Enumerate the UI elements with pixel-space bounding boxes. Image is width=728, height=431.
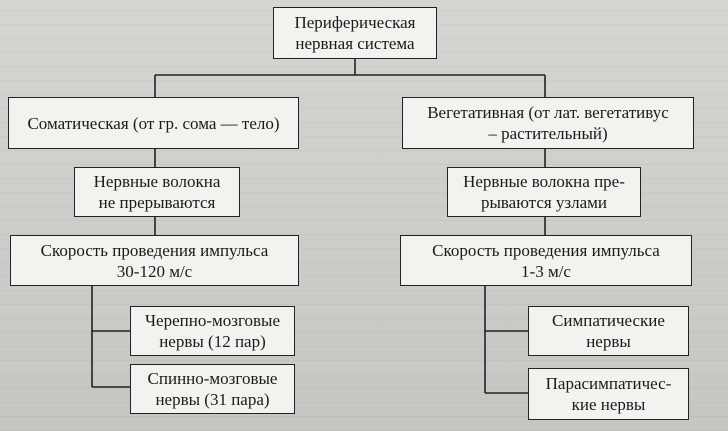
autonomic-fibers-line-1: Нервные волокна пре- [463,172,625,191]
autonomic-parasympathetic-box: Парасимпатичес- кие нервы [528,368,689,420]
somatic-cranial-nerves-box: Черепно-мозговые нервы (12 пар) [130,306,295,356]
sympathetic-line-2: нервы [586,332,631,351]
somatic-speed-line-2: 30-120 м/с [116,261,193,281]
autonomic-fibers-line-2: рываются узлами [480,193,608,212]
spinal-line-1: Спинно-мозговые [147,369,278,388]
parasympathetic-line-1: Парасимпатичес- [545,374,672,393]
root-line-1: Периферическая [294,13,416,32]
root-line-2: нервная система [295,34,415,53]
somatic-fibers-line-2: не прерываются [98,193,216,212]
autonomic-fibers-box: Нервные волокна пре- рываются узлами [447,167,641,217]
somatic-spinal-nerves-box: Спинно-мозговые нервы (31 пара) [130,364,295,414]
autonomic-speed-box: Скорость проведения импульса 1-3 м/с [400,235,692,286]
somatic-fibers-box: Нервные волокна не прерываются [74,167,240,217]
autonomic-sympathetic-box: Симпатические нервы [528,306,689,356]
autonomic-title-box: Вегетативная (от лат. вегетативус – раст… [402,97,694,149]
cranial-line-1: Черепно-мозговые [144,311,280,330]
cranial-line-2: нервы (12 пар) [159,332,266,351]
autonomic-speed-line-1: Скорость проведения импульса [432,240,660,260]
somatic-speed-box: Скорость проведения импульса 30-120 м/с [10,235,299,286]
autonomic-speed-line-2: 1-3 м/с [521,261,571,281]
somatic-fibers-line-1: Нервные волокна [93,172,221,191]
sympathetic-line-1: Симпатические [552,311,665,330]
somatic-title-line-1: Соматическая (от гр. сома — тело) [27,113,280,133]
autonomic-title-line-2: – растительный) [488,124,608,143]
root-box: Периферическая нервная система [273,7,437,59]
spinal-line-2: нервы (31 пара) [155,390,270,409]
parasympathetic-line-2: кие нервы [571,395,646,414]
autonomic-title-line-1: Вегетативная (от лат. вегетативус [427,103,669,122]
somatic-speed-line-1: Скорость проведения импульса [40,240,269,260]
somatic-title-box: Соматическая (от гр. сома — тело) [8,97,299,149]
